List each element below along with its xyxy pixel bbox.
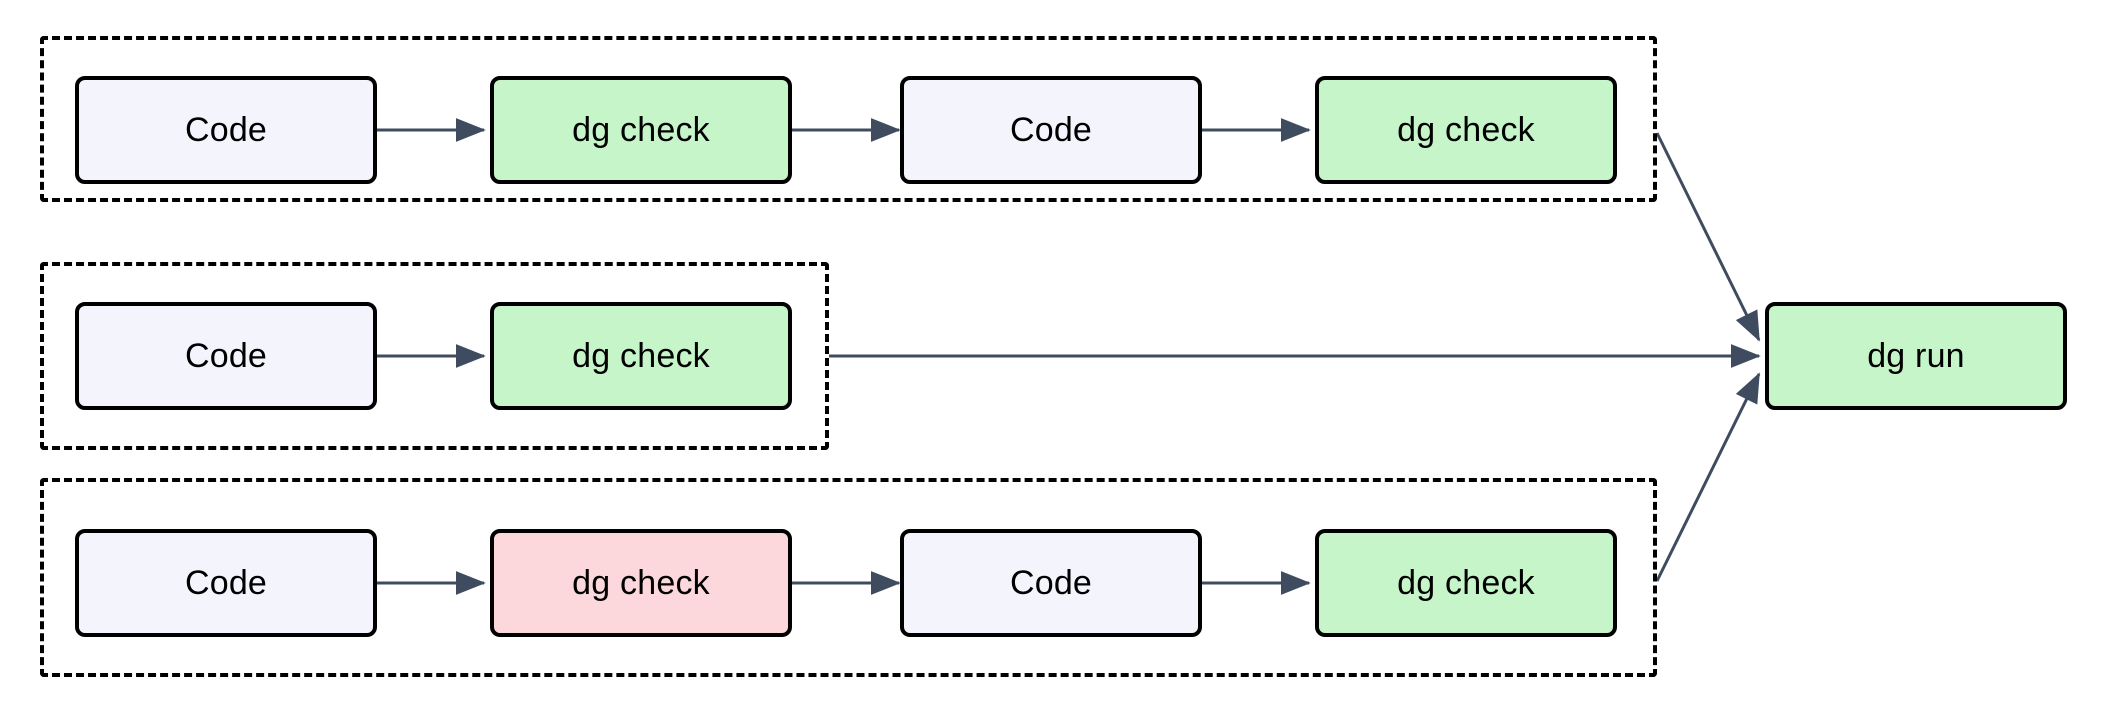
node-dg-run[interactable]: dg run — [1765, 302, 2067, 410]
node-label: Code — [184, 111, 268, 149]
node-label: Code — [1009, 111, 1093, 149]
node-g1-check-2[interactable]: dg check — [1315, 76, 1617, 184]
node-g3-check-2[interactable]: dg check — [1315, 529, 1617, 637]
node-g3-code-1[interactable]: Code — [75, 529, 377, 637]
node-label: dg check — [572, 564, 710, 602]
node-g1-code-1[interactable]: Code — [75, 76, 377, 184]
node-g2-code-1[interactable]: Code — [75, 302, 377, 410]
node-label: dg check — [1397, 564, 1535, 602]
node-label: dg check — [572, 337, 710, 375]
node-g2-check-1[interactable]: dg check — [490, 302, 792, 410]
node-label: dg check — [572, 111, 710, 149]
edge-group3-to-dg-run — [1655, 372, 1761, 582]
node-label: dg run — [1867, 337, 1965, 375]
group-container-1 — [40, 36, 1657, 202]
node-g3-check-1[interactable]: dg check — [490, 529, 792, 637]
edge-group1-to-dg-run — [1655, 132, 1761, 342]
node-g1-check-1[interactable]: dg check — [490, 76, 792, 184]
group-container-3 — [40, 478, 1657, 677]
node-label: Code — [184, 337, 268, 375]
group-container-2 — [40, 262, 829, 450]
node-label: Code — [184, 564, 268, 602]
node-g1-code-2[interactable]: Code — [900, 76, 1202, 184]
node-label: dg check — [1397, 111, 1535, 149]
node-label: Code — [1009, 564, 1093, 602]
node-g3-code-2[interactable]: Code — [900, 529, 1202, 637]
